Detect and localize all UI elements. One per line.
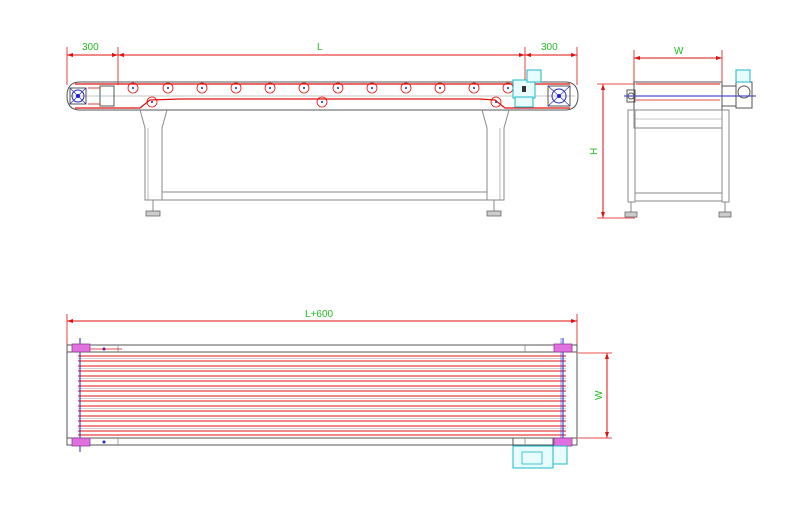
dim-length-l: L (317, 42, 323, 53)
dim-width-w-top: W (674, 46, 684, 57)
side-width-dimension (633, 50, 723, 82)
bearings (71, 343, 573, 447)
top-drive-motor (512, 438, 568, 469)
side-height-dimension (597, 83, 635, 219)
dim-right-300: 300 (541, 42, 558, 53)
dim-total-length: L+600 (305, 309, 334, 320)
belt-stripes (78, 355, 566, 436)
front-view: 300 L 300 (66, 42, 579, 217)
return-rollers (146, 96, 502, 108)
top-length-dimension (66, 314, 578, 345)
top-rollers (127, 82, 514, 94)
top-frame (66, 344, 578, 446)
dim-width-w-side: W (594, 390, 605, 400)
side-legs (624, 109, 732, 218)
front-legs (139, 109, 510, 217)
drive-motor (512, 69, 571, 108)
dim-left-300: 300 (82, 42, 99, 53)
conveyor-frame (66, 81, 579, 111)
top-view: L+600 W (66, 309, 612, 469)
front-dimension-lines (66, 47, 578, 85)
pulley-axes (79, 338, 564, 452)
top-width-dimension (578, 352, 612, 439)
dim-height-h: H (589, 148, 600, 155)
side-frame (624, 69, 756, 129)
side-view: W H (589, 46, 756, 219)
tail-pulley (69, 85, 115, 107)
